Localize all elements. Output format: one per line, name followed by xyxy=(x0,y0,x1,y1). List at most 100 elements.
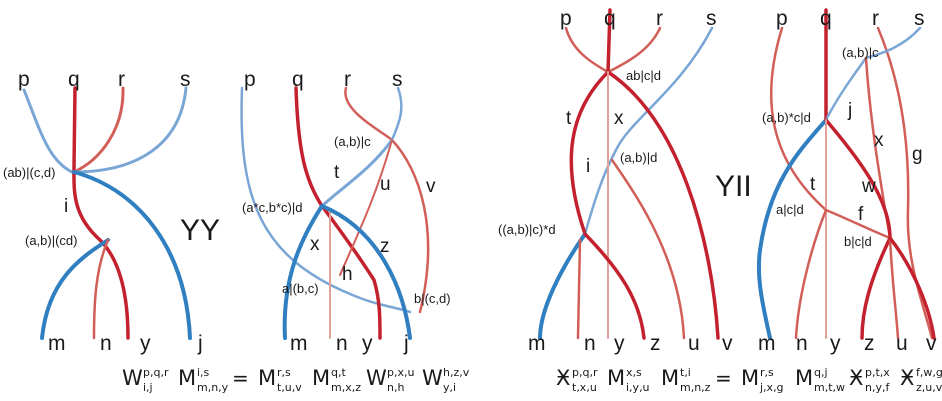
strand-j4 xyxy=(756,118,828,340)
panel-yii-right-labels: p q r s m n y z u v j x g t w f (a,b)|c … xyxy=(758,7,937,355)
eq-left-term-0-sup: p,q,r xyxy=(143,366,169,379)
mid-label-x3: x xyxy=(614,108,624,129)
vertex-label-v4-4: b|c|d xyxy=(844,234,872,249)
top-label-p4: p xyxy=(776,7,788,30)
panel-yii-right xyxy=(756,8,936,340)
strand-w4 xyxy=(824,118,892,240)
mid-label-t: t xyxy=(334,162,340,183)
eq-left-term-6-sup: h,z,v xyxy=(443,366,470,379)
vertex-label-v2: (a*c,b*c)|d xyxy=(242,200,302,215)
strand-v4 xyxy=(888,236,936,340)
bottom-label-y2: y xyxy=(362,332,373,355)
eq-right-term-7-sub: z,u,v xyxy=(916,381,942,394)
bottom-label-m4: m xyxy=(758,332,776,355)
strand-q xyxy=(72,86,130,340)
bottom-label-u4: u xyxy=(896,332,908,355)
eq-right-term-2-sup: t,i xyxy=(680,366,691,379)
mid-label-f4: f xyxy=(858,204,864,225)
bottom-label-y4: y xyxy=(830,332,841,355)
top-label-q3: q xyxy=(604,7,616,30)
mid-label-z: z xyxy=(380,236,390,257)
mid-label-t3: t xyxy=(566,108,572,129)
title-yii: YII xyxy=(715,170,752,203)
top-label-q2: q xyxy=(292,68,304,91)
panel-yy-left-labels: p q r s m n y j i (ab)|(c,d) (a,b)|(cd) xyxy=(3,68,203,355)
eq-left-term-3-sub: t,u,v xyxy=(277,381,302,394)
strand-n4 xyxy=(794,208,828,340)
bottom-label-j: j xyxy=(197,332,203,355)
panel-yii-left-labels: p q r s m n y z u v t x i ab|c|d (a,b)|d… xyxy=(498,7,733,355)
eq-left-term-4-sup: q,t xyxy=(331,366,346,379)
strand-u2 xyxy=(339,139,393,276)
strand-j2 xyxy=(320,204,412,340)
vertex-label-v1-3: ab|c|d xyxy=(626,68,661,83)
top-label-r4: r xyxy=(872,7,879,30)
title-yy: YY xyxy=(180,214,220,247)
bottom-label-y3: y xyxy=(614,332,625,355)
top-label-q: q xyxy=(68,68,80,91)
eq-right-term-5-sub: m,t,w xyxy=(814,381,845,394)
eq-left-term-1-base: M xyxy=(178,366,196,390)
strand-p4 xyxy=(769,26,828,212)
bottom-label-m3: m xyxy=(528,332,546,355)
panel-yy-right-labels: p q r s m n y j t u v x z h (a,b)|c (a*c… xyxy=(242,68,451,355)
top-label-r: r xyxy=(118,68,125,91)
vertex-label-bottom: (a,b)|(cd) xyxy=(25,233,78,248)
top-label-p: p xyxy=(18,68,30,91)
strand-t3 xyxy=(569,70,610,236)
strand-z3 xyxy=(583,232,646,340)
eq-right-term-0-sub: t,x,u xyxy=(572,381,597,394)
strand-s3 xyxy=(583,26,714,236)
strand-q3 xyxy=(606,8,612,74)
eq-left-term-1-sup: i,s xyxy=(197,366,210,379)
bottom-label-m2: m xyxy=(290,332,308,355)
eq-right-term-6-sub: n,y,f xyxy=(865,381,890,394)
mid-label-h: h xyxy=(342,264,353,285)
strand-p2 xyxy=(240,86,412,314)
bottom-label-z3: z xyxy=(650,332,661,355)
eq-right-term-1-sup: x,s xyxy=(626,366,642,379)
eq-right-term-0-base: Ӿ xyxy=(556,366,570,390)
eq-left-term-5-sup: p,x,u xyxy=(387,366,414,379)
bottom-label-v4: v xyxy=(926,332,937,355)
bottom-label-j2: j xyxy=(403,332,409,355)
panel-yy-left xyxy=(22,86,192,340)
strand-s2 xyxy=(390,86,403,142)
strand-r3 xyxy=(606,26,662,74)
vertex-label-v3-4: a|c|d xyxy=(776,202,804,217)
strand-s4 xyxy=(824,26,922,122)
strand-n xyxy=(92,238,110,340)
mid-label-v: v xyxy=(426,176,436,197)
strand-x2 xyxy=(320,138,394,208)
top-label-p2: p xyxy=(244,68,256,91)
vertex-label-v1: (a,b)|c xyxy=(334,134,371,149)
eq-right-term-3-base: = xyxy=(715,366,732,390)
vertex-label-v4: b|(c,d) xyxy=(414,291,451,306)
bottom-label-u3: u xyxy=(688,332,700,355)
eq-left-term-4-sub: m,x,z xyxy=(331,381,361,394)
eq-left-term-0-sub: i,j xyxy=(143,381,153,394)
eq-right-term-4-sup: r,s xyxy=(760,366,774,379)
top-label-s3: s xyxy=(706,7,717,30)
eq-left-term-4-base: M xyxy=(312,366,330,390)
panel-yy-right xyxy=(240,86,430,340)
eq-right-term-4-base: M xyxy=(741,366,759,390)
mid-label-j4: j xyxy=(847,100,852,121)
vertex-label-v2-4: (a,b)*c|d xyxy=(762,110,811,125)
eq-left-term-0-base: W xyxy=(122,366,143,390)
eq-right-term-5-base: M xyxy=(795,366,813,390)
eq-left-term-1-sub: m,n,y xyxy=(197,381,229,394)
top-label-q4: q xyxy=(820,7,832,30)
top-label-s4: s xyxy=(914,7,925,30)
top-label-r2: r xyxy=(344,68,351,91)
eq-left-term-6-base: W xyxy=(422,366,443,390)
strand-r xyxy=(72,86,125,174)
strand-u4 xyxy=(888,236,900,340)
top-label-p3: p xyxy=(560,7,572,30)
strand-r4 xyxy=(876,26,934,340)
eq-right-term-1-base: M xyxy=(607,366,625,390)
strand-u3 xyxy=(610,158,686,340)
vertex-label-v3-3: ((a,b)|c)*d xyxy=(498,222,556,237)
panel-yii-left xyxy=(538,8,720,340)
